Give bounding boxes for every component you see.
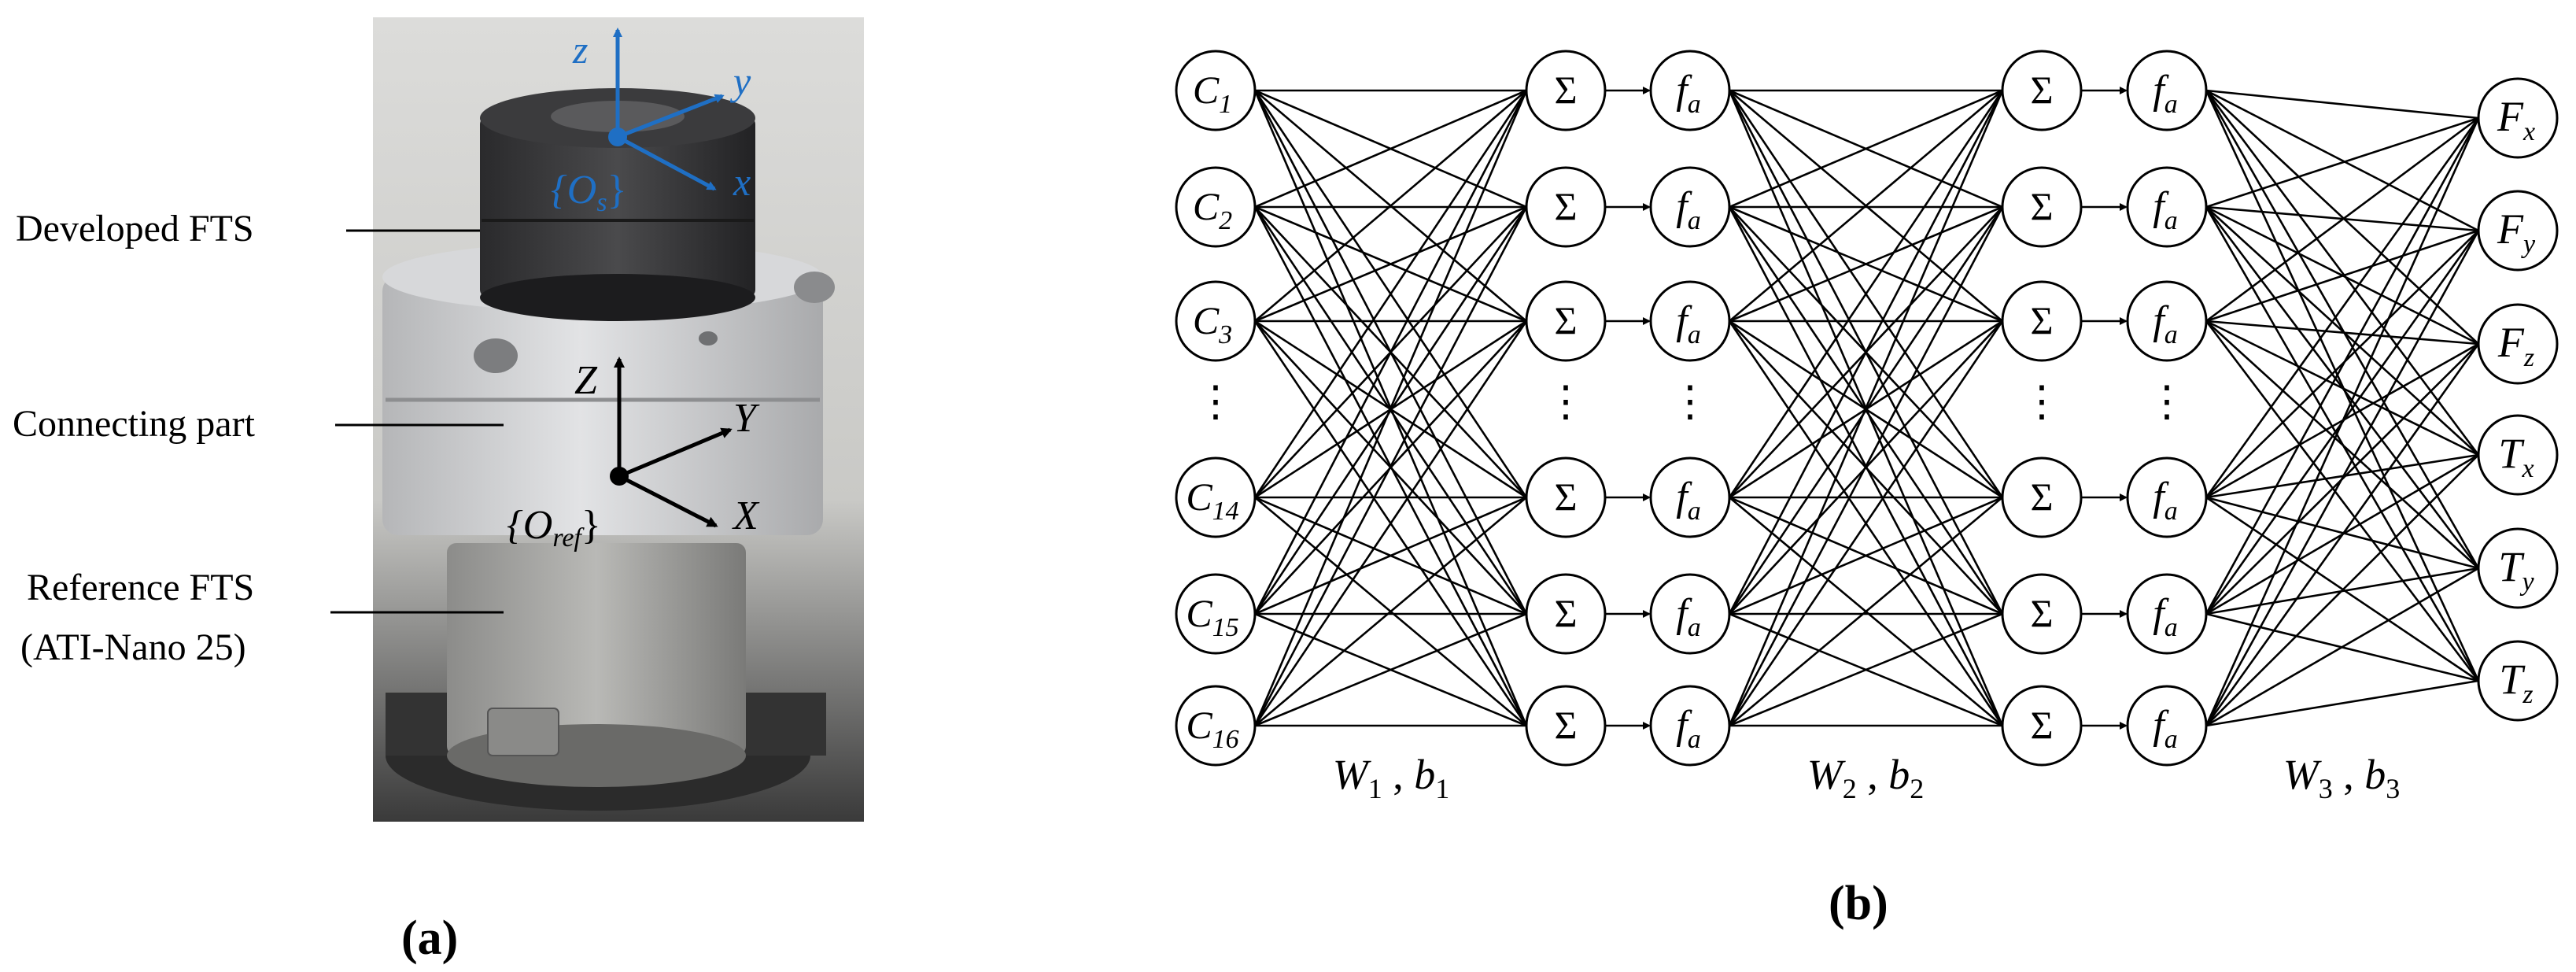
- caption-a: (a): [401, 911, 458, 965]
- layer3-edge-5-0: [2206, 118, 2478, 726]
- caption-b: (b): [1829, 877, 1888, 930]
- activation-ellipsis-2: ⋮: [2146, 378, 2188, 425]
- sum-label-1-5: Σ: [1554, 591, 1577, 635]
- sum-label-1-4: Σ: [1554, 475, 1577, 519]
- reference-origin-dot: [610, 467, 629, 486]
- sensor-origin-dot: [608, 128, 627, 146]
- layer3-edge-2-5: [2206, 321, 2478, 681]
- sum-label-2-2: Σ: [2030, 298, 2053, 342]
- sum-label-2-0: Σ: [2030, 68, 2053, 112]
- layer3-edge-0-0: [2206, 91, 2478, 118]
- sum-label-2-1: Σ: [2030, 184, 2053, 228]
- sum-label-2-4: Σ: [2030, 475, 2053, 519]
- input-ellipsis: ⋮: [1194, 378, 1237, 425]
- activation-ellipsis-1: ⋮: [1669, 378, 1711, 425]
- sum-label-2-5: Σ: [2030, 591, 2053, 635]
- sensor-y-label: y: [729, 59, 751, 103]
- label-reference-fts: Reference FTS: [27, 567, 254, 608]
- label-reference-model: (ATI-Nano 25): [20, 626, 246, 668]
- weight-label-3: W3 , b3: [2283, 751, 2400, 804]
- weight-labels: W1 , b1 W2 , b2 W3 , b3: [1333, 751, 2400, 804]
- reference-z-label: Z: [574, 358, 598, 403]
- reference-y-label: Y: [733, 396, 760, 441]
- sum-ellipsis-1: ⋮: [1544, 378, 1587, 425]
- label-connecting-part: Connecting part: [13, 403, 256, 445]
- sum-label-1-0: Σ: [1554, 68, 1577, 112]
- sum-label-2-6: Σ: [2030, 703, 2053, 747]
- weight-label-1: W1 , b1: [1333, 751, 1449, 804]
- layer3-edge-2-0: [2206, 118, 2478, 321]
- sum-ellipsis-2: ⋮: [2021, 378, 2063, 425]
- reference-x-label: X: [732, 493, 760, 538]
- sum-label-1-6: Σ: [1554, 703, 1577, 747]
- sensor-x-label: x: [733, 160, 751, 204]
- sum-label-1-2: Σ: [1554, 298, 1577, 342]
- sensor-origin-label: {Os}: [551, 168, 627, 217]
- sum-label-1-1: Σ: [1554, 184, 1577, 228]
- label-developed-fts: Developed FTS: [16, 208, 254, 249]
- panel-a: z y x {Os} Z Y X {Oref} Developed FTS Co…: [13, 17, 864, 965]
- weight-label-2: W2 , b2: [1807, 751, 1924, 804]
- layer3-edge-5-2: [2206, 344, 2478, 726]
- layer3-edge-2-4: [2206, 321, 2478, 568]
- sensor-z-label: z: [572, 28, 588, 72]
- network-edges: [1255, 91, 2478, 726]
